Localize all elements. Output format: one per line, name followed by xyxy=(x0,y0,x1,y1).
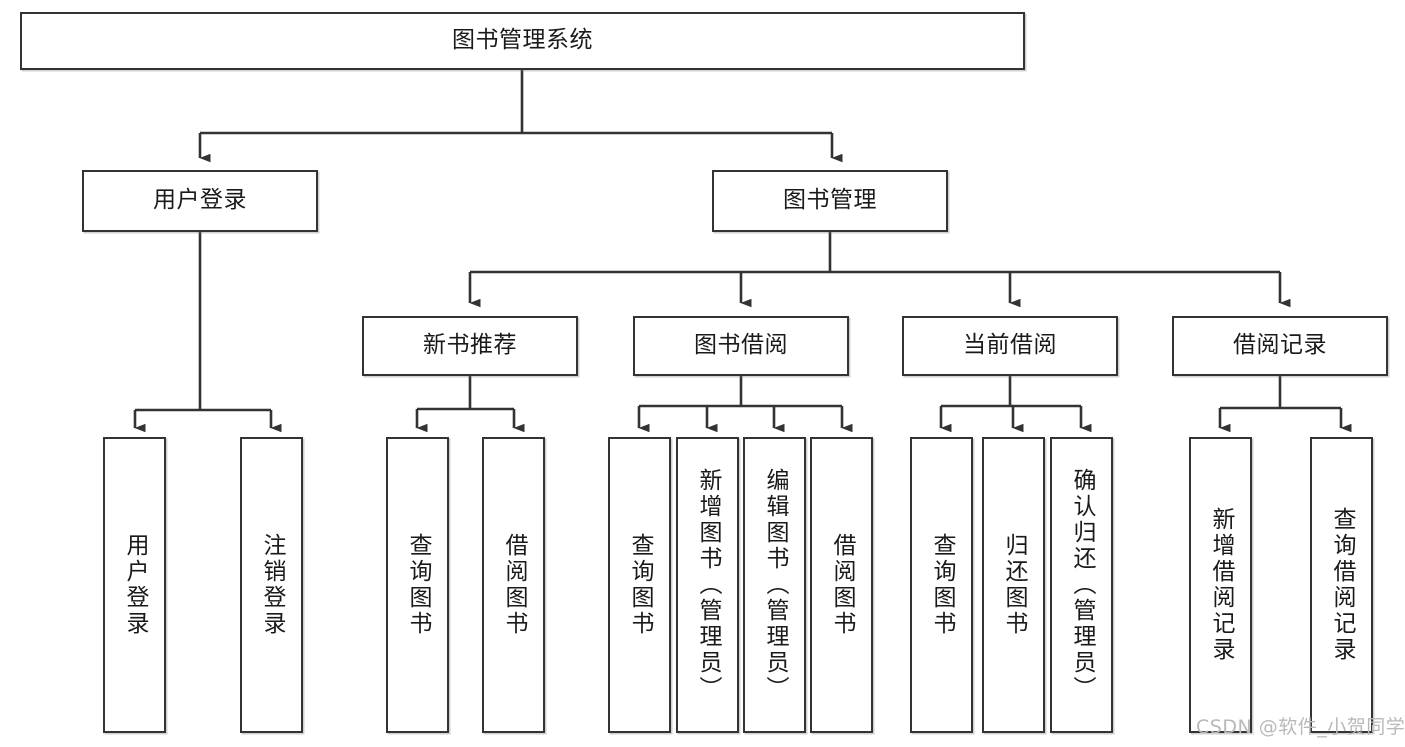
node-borrow-record[interactable]: 借阅记录 xyxy=(1172,316,1388,376)
leaf-query-book-rec[interactable]: 查询图书 xyxy=(386,437,449,733)
leaf-query-book-label: 查询图书 xyxy=(627,533,654,637)
node-borrow-record-label: 借阅记录 xyxy=(1233,332,1327,359)
leaf-return-book-label: 归还图书 xyxy=(1001,533,1028,637)
node-current-borrow-label: 当前借阅 xyxy=(963,332,1057,359)
leaf-add-record[interactable]: 新增借阅记录 xyxy=(1189,437,1252,733)
csdn-watermark: CSDN @软件_小贺同学 xyxy=(1196,716,1405,738)
leaf-borrow-book-label: 借阅图书 xyxy=(829,533,856,637)
leaf-query-record[interactable]: 查询借阅记录 xyxy=(1310,437,1373,733)
leaf-confirm-return[interactable]: 确认归还（管理员） xyxy=(1050,437,1113,733)
leaf-query-book[interactable]: 查询图书 xyxy=(608,437,671,733)
leaf-add-record-label: 新增借阅记录 xyxy=(1208,507,1235,663)
leaf-add-book-label: 新增图书（管理员） xyxy=(695,468,722,702)
leaf-edit-book-label: 编辑图书（管理员） xyxy=(762,468,789,702)
node-book-borrow[interactable]: 图书借阅 xyxy=(633,316,849,376)
node-new-book-rec[interactable]: 新书推荐 xyxy=(362,316,578,376)
leaf-logout[interactable]: 注销登录 xyxy=(240,437,303,733)
node-root-label: 图书管理系统 xyxy=(452,27,593,54)
leaf-borrow-book-rec-label: 借阅图书 xyxy=(501,533,528,637)
node-book-manage-label: 图书管理 xyxy=(783,187,877,214)
leaf-edit-book[interactable]: 编辑图书（管理员） xyxy=(743,437,806,733)
node-root[interactable]: 图书管理系统 xyxy=(20,12,1025,70)
leaf-query-record-label: 查询借阅记录 xyxy=(1329,507,1356,663)
leaf-add-book[interactable]: 新增图书（管理员） xyxy=(676,437,739,733)
node-book-borrow-label: 图书借阅 xyxy=(694,332,788,359)
leaf-query-book-rec-label: 查询图书 xyxy=(405,533,432,637)
leaf-user-login[interactable]: 用户登录 xyxy=(103,437,166,733)
node-user-login[interactable]: 用户登录 xyxy=(82,170,318,232)
node-new-book-rec-label: 新书推荐 xyxy=(423,332,517,359)
leaf-return-book[interactable]: 归还图书 xyxy=(982,437,1045,733)
leaf-logout-label: 注销登录 xyxy=(259,533,286,637)
node-book-manage[interactable]: 图书管理 xyxy=(712,170,948,232)
leaf-borrow-book-rec[interactable]: 借阅图书 xyxy=(482,437,545,733)
leaf-borrow-book[interactable]: 借阅图书 xyxy=(810,437,873,733)
leaf-confirm-return-label: 确认归还（管理员） xyxy=(1069,468,1096,702)
node-current-borrow[interactable]: 当前借阅 xyxy=(902,316,1118,376)
leaf-query-book-cur-label: 查询图书 xyxy=(929,533,956,637)
leaf-user-login-label: 用户登录 xyxy=(122,533,149,637)
node-user-login-label: 用户登录 xyxy=(153,187,247,214)
leaf-query-book-cur[interactable]: 查询图书 xyxy=(910,437,973,733)
